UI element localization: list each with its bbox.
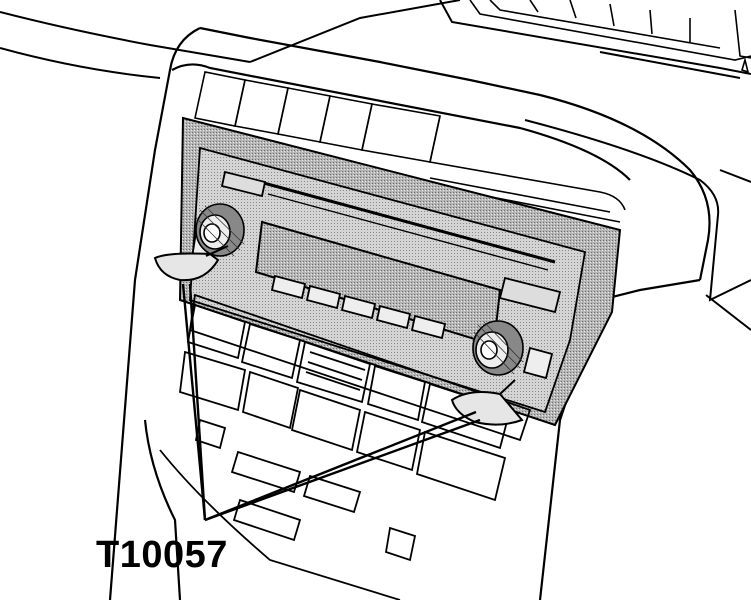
release-key-tool-left <box>153 245 229 282</box>
callout-leader-lines <box>181 283 481 522</box>
volume-knob-left <box>195 203 245 257</box>
upper-trim-buttons <box>194 71 626 223</box>
cd-slot <box>259 180 556 264</box>
dashboard-upper-panel <box>0 0 751 79</box>
release-key-tool-icon <box>450 391 524 426</box>
tool-callout-label: T10057 <box>96 534 228 576</box>
release-key-tool-icon <box>153 252 220 282</box>
tuning-knob-right <box>472 320 524 376</box>
release-key-tool-right <box>450 379 524 426</box>
right-dashboard-surface <box>524 119 751 331</box>
upper-air-vent <box>469 0 751 74</box>
